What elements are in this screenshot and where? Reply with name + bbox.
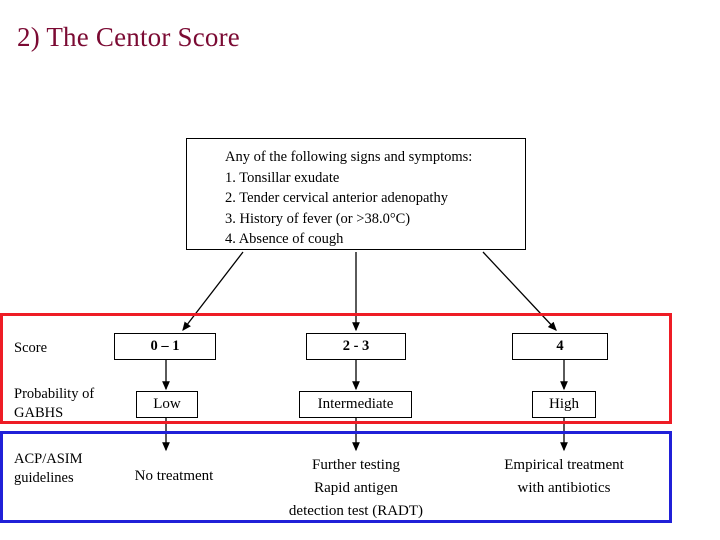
probability-box-low: Low	[136, 391, 198, 418]
criteria-heading: Any of the following signs and symptoms:	[225, 149, 473, 165]
guideline-col2-line1: Further testing	[312, 457, 400, 473]
criteria-item-3: 3. History of fever (or >38.0°C)	[225, 210, 411, 227]
guideline-column-1: No treatment	[112, 465, 236, 488]
probability-box-intermediate: Intermediate	[299, 391, 412, 418]
page-title: 2) The Centor Score	[17, 22, 240, 52]
criteria-item-4: 4. Absence of cough	[225, 231, 344, 247]
guideline-col3-line2: with antibiotics	[517, 480, 611, 496]
score-row-label: Score	[14, 340, 48, 356]
score-box-low: 0 – 1	[114, 333, 216, 360]
guidelines-row-label: ACP/ASIM guidelines	[14, 450, 83, 488]
guideline-column-2: Further testing Rapid antigen detection …	[256, 454, 456, 523]
guideline-column-3: Empirical treatment with antibiotics	[464, 454, 664, 500]
probability-box-high: High	[532, 391, 596, 418]
probability-row-label-line2: GABHS	[14, 405, 64, 421]
guideline-col3-line1: Empirical treatment	[504, 457, 624, 473]
score-box-mid: 2 - 3	[306, 333, 406, 360]
score-probability-band	[0, 313, 672, 424]
guideline-col2-line2: Rapid antigen	[314, 480, 398, 496]
score-box-high: 4	[512, 333, 608, 360]
guideline-col1-line1: No treatment	[134, 468, 214, 484]
guidelines-row-label-line1: ACP/ASIM	[14, 451, 83, 467]
guidelines-row-label-line2: guidelines	[14, 470, 74, 486]
guidelines-band	[0, 431, 672, 523]
probability-row-label-line1: Probability of	[14, 386, 95, 402]
criteria-item-1: 1. Tonsillar exudate	[225, 169, 340, 186]
criteria-box: Any of the following signs and symptoms:…	[186, 138, 526, 250]
guideline-col2-line3: detection test (RADT)	[288, 503, 424, 519]
probability-row-label: Probability of GABHS	[14, 385, 94, 423]
criteria-item-2: 2. Tender cervical anterior adenopathy	[225, 190, 448, 206]
criteria-list: Any of the following signs and symptoms:…	[225, 147, 472, 250]
